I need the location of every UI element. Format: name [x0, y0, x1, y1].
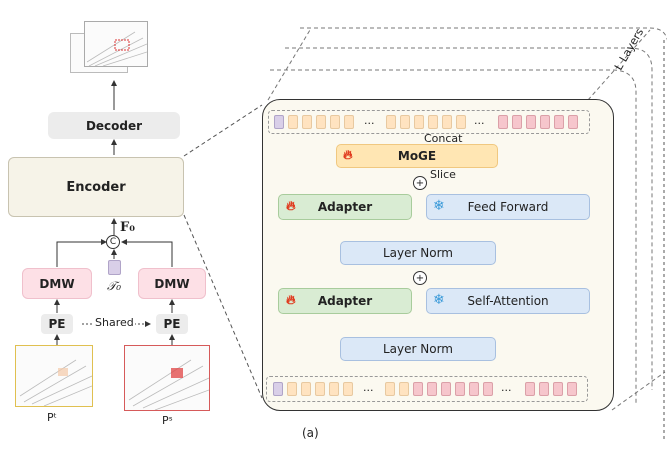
- self-attention-label: Self-Attention: [467, 294, 549, 308]
- token: [455, 382, 465, 396]
- ellipsis: ...: [363, 381, 374, 394]
- token: [414, 115, 424, 129]
- output-token-row: ... ...: [268, 110, 590, 134]
- task-token: [108, 260, 121, 275]
- dmw-right-box: DMW: [138, 268, 206, 299]
- snowflake-icon: ❄: [433, 292, 445, 308]
- slice-label: Slice: [430, 168, 456, 181]
- token: [315, 382, 325, 396]
- token: [329, 382, 339, 396]
- token: [385, 382, 395, 396]
- token: [343, 382, 353, 396]
- concat-circle-icon: C: [106, 235, 120, 249]
- pe-right-box: PE: [156, 314, 188, 334]
- dmw-left-box: DMW: [22, 268, 92, 299]
- target-scan: [15, 345, 93, 407]
- moge-label: MoGE: [397, 149, 437, 163]
- concat-label: Concat: [424, 132, 463, 145]
- token: [301, 382, 311, 396]
- token: [442, 115, 452, 129]
- ellipsis: ...: [501, 381, 512, 394]
- token: [456, 115, 466, 129]
- pe-left-box: PE: [41, 314, 73, 334]
- caption: (a): [302, 426, 319, 440]
- token: [344, 115, 354, 129]
- token: [441, 382, 451, 396]
- token: [526, 115, 536, 129]
- moge-box: 🔥︎ MoGE: [336, 144, 498, 168]
- token: [498, 115, 508, 129]
- token: [427, 382, 437, 396]
- token: [554, 115, 564, 129]
- decoder-box: Decoder: [48, 112, 180, 139]
- token: [428, 115, 438, 129]
- layer-norm-bottom-box: Layer Norm: [340, 337, 496, 361]
- token: [567, 382, 577, 396]
- token: [568, 115, 578, 129]
- concat-symbol: C: [109, 237, 117, 247]
- token: [330, 115, 340, 129]
- source-scan: [124, 345, 210, 411]
- token: [302, 115, 312, 129]
- plus-circle-icon: +: [413, 271, 427, 285]
- adapter-top-label: Adapter: [317, 200, 373, 214]
- token: [553, 382, 563, 396]
- token: [399, 382, 409, 396]
- token: [288, 115, 298, 129]
- token: [287, 382, 297, 396]
- feed-forward-label: Feed Forward: [467, 200, 549, 214]
- plus-circle-icon: +: [413, 176, 427, 190]
- task-token-label: 𝒯₀: [107, 279, 122, 293]
- token: [400, 115, 410, 129]
- token: [512, 115, 522, 129]
- target-label: Pᵗ: [47, 411, 57, 424]
- token: [273, 382, 283, 396]
- token: [469, 382, 479, 396]
- token: [274, 115, 284, 129]
- token: [316, 115, 326, 129]
- ellipsis: ...: [474, 114, 485, 127]
- feature-label: F₀: [120, 220, 135, 235]
- fire-icon: 🔥︎: [343, 148, 353, 163]
- fire-icon: 🔥︎: [286, 199, 296, 214]
- token: [539, 382, 549, 396]
- token: [413, 382, 423, 396]
- encoder-box: Encoder: [8, 157, 184, 217]
- self-attention-box: ❄ Self-Attention: [426, 288, 590, 314]
- source-label: Pˢ: [162, 414, 173, 427]
- ellipsis: ...: [364, 114, 375, 127]
- adapter-bottom-box: 🔥︎ Adapter: [278, 288, 412, 314]
- token: [386, 115, 396, 129]
- adapter-top-box: 🔥︎ Adapter: [278, 194, 412, 220]
- token: [540, 115, 550, 129]
- token: [525, 382, 535, 396]
- output-scan-front: [84, 21, 148, 67]
- feed-forward-box: ❄ Feed Forward: [426, 194, 590, 220]
- snowflake-icon: ❄: [433, 198, 445, 214]
- adapter-bottom-label: Adapter: [317, 294, 373, 308]
- layer-norm-top-box: Layer Norm: [340, 241, 496, 265]
- input-token-row: ... ...: [266, 376, 588, 402]
- fire-icon: 🔥︎: [286, 293, 296, 308]
- token: [483, 382, 493, 396]
- shared-label: Shared: [94, 316, 135, 329]
